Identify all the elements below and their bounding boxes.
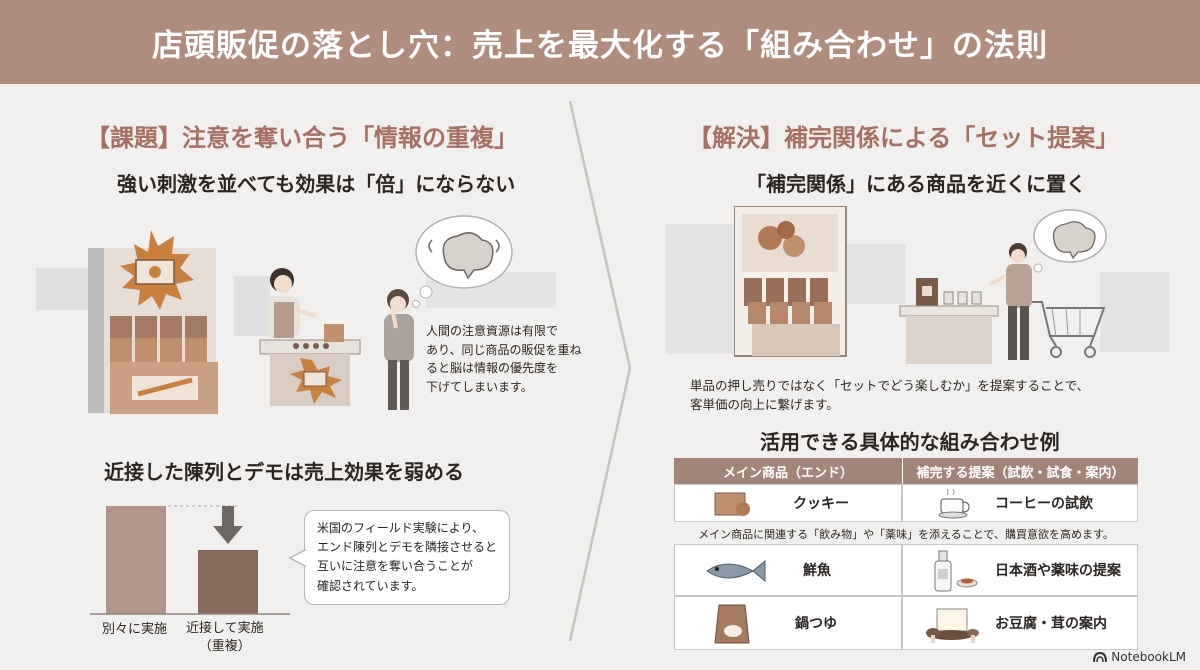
callout-line: 米国のフィールド実験により、 (317, 521, 485, 535)
tofu-mushroom-icon (926, 608, 979, 643)
table-header-main: メイン商品（エンド） (674, 458, 902, 484)
bar-adjacent (198, 550, 258, 614)
coffee-cup-icon (938, 489, 970, 519)
comparison-guides (90, 505, 290, 615)
callout-line: 互いに注意を奪い合うことが (317, 559, 474, 574)
table-header-pair: 補完する提案（試飲・試食・案内） (902, 458, 1138, 484)
shopper-with-cart-illustration (989, 209, 1107, 360)
callout-line: 確認されています。 (317, 578, 424, 593)
background-shelf (1100, 272, 1170, 352)
background-shelf (666, 224, 736, 354)
set-proposal-description: 単品の押し売りではなく「セットでどう楽しむか」を提案することで、 客単価の向上に… (690, 376, 1089, 415)
description-line: 単品の押し売りではなく「セットでどう楽しむか」を提案することで、 (690, 378, 1090, 393)
divider-chevron (568, 100, 632, 642)
sake-bottle-icon (934, 550, 978, 592)
shopper-thinking-illustration (384, 215, 513, 410)
left-heading: 【課題】注意を奪い合う「情報の重複」 (86, 124, 518, 152)
explanation-line: 人間の注意資源は有限で (426, 324, 559, 338)
explanation-line: ると脳は情報の優先度を (426, 361, 559, 376)
table-note: メイン商品に関連する「飲み物」や「薬味」を添えることで、購買意欲を高めます。 (698, 528, 1114, 541)
brand-name: NotebookLM (1111, 650, 1186, 664)
callout-pointer (288, 548, 306, 568)
bar-adjacent-label-line2: （重複） (198, 639, 251, 655)
callout-line: エンド陳列とデモを隣接させると (317, 540, 498, 555)
brand-watermark: NotebookLM (1093, 650, 1186, 664)
fish-icon (706, 559, 766, 583)
description-line: 客単価の向上に繋げます。 (690, 397, 839, 413)
combination-table: メイン商品（エンド） 補完する提案（試飲・試食・案内） クッキー コーヒーの試飲… (674, 458, 1138, 650)
main-item-label: 鍋つゆ (795, 616, 837, 632)
soup-pouch-icon (714, 604, 750, 644)
explanation-line: あり、同じ商品の販促を重ね (426, 342, 582, 357)
table-row-main: 鍋つゆ (674, 596, 902, 650)
attention-explanation-text: 人間の注意資源は有限で あり、同じ商品の販促を重ね ると脳は情報の優先度を 下げ… (426, 322, 582, 396)
background-shelf (36, 268, 90, 310)
bar-adjacent-label-line1: 近接して実施 (186, 621, 264, 636)
main-item-label: 鮮魚 (803, 563, 831, 579)
pair-item-label: 日本酒や薬味の提案 (995, 563, 1121, 579)
left-subheading-stimulus: 強い刺激を並べても効果は「倍」にならない (117, 172, 516, 196)
notebooklm-logo-icon (1093, 651, 1108, 663)
explanation-line: 下げてしまいます。 (426, 379, 533, 394)
background-shelf (846, 244, 906, 304)
end-cap-display-illustration (88, 230, 218, 414)
table-row-pair: コーヒーの試飲 (902, 484, 1138, 522)
field-experiment-callout: 米国のフィールド実験により、 エンド陳列とデモを隣接させると 互いに注意を奪い合… (304, 510, 511, 605)
cookie-end-cap-illustration (734, 206, 847, 357)
demo-staff-illustration (259, 268, 361, 406)
arrow-down-icon (213, 506, 243, 544)
bar-adjacent-label: 近接して実施 （重複） (186, 620, 264, 656)
pair-item-label: お豆腐・茸の案内 (995, 616, 1107, 632)
bar-separate (106, 506, 166, 614)
table-row-main: 鮮魚 (674, 544, 902, 596)
pair-item-label: コーヒーの試飲 (995, 496, 1093, 512)
table-row-pair: 日本酒や薬味の提案 (902, 544, 1138, 596)
title-banner: 店頭販促の落とし穴：売上を最大化する「組み合わせ」の法則 (0, 0, 1200, 84)
table-row-main: クッキー (674, 484, 902, 522)
right-subheading-complement: 「補完関係」にある商品を近くに置く (746, 172, 1086, 196)
right-subheading-examples: 活用できる具体的な組み合わせ例 (760, 430, 1060, 454)
left-subheading-proximity: 近接した陳列とデモは売上効果を弱める (104, 460, 464, 484)
bar-separate-label: 別々に実施 (102, 622, 168, 637)
coffee-tasting-illustration (899, 278, 999, 364)
cookie-box-icon (714, 492, 750, 516)
background-shelf (234, 276, 270, 336)
table-row-pair: お豆腐・茸の案内 (902, 596, 1138, 650)
page-title: 店頭販促の落とし穴：売上を最大化する「組み合わせ」の法則 (152, 27, 1048, 64)
main-item-label: クッキー (793, 496, 849, 512)
right-heading: 【解決】補完関係による「セット提案」 (688, 124, 1120, 152)
